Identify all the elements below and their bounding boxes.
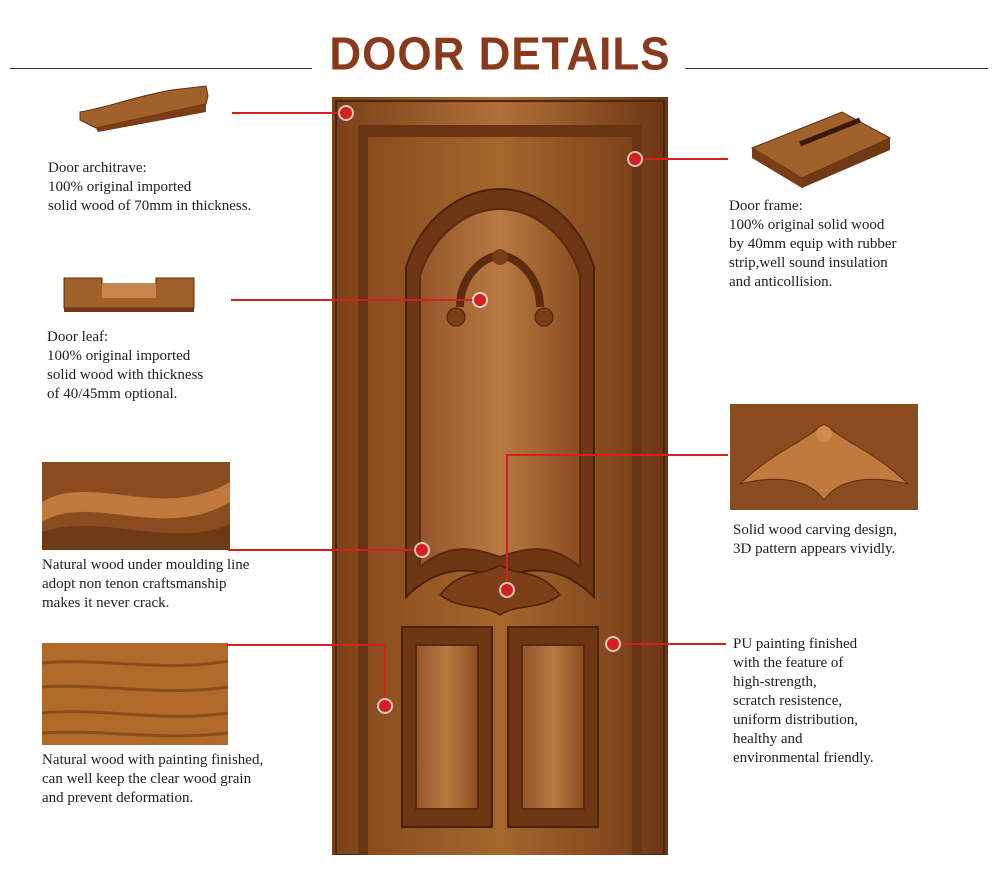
caption-line: 100% original imported (48, 179, 192, 195)
caption-line: of 40/45mm optional. (47, 386, 178, 402)
title-rule-left (10, 68, 312, 69)
leaf-caption: Door leaf: 100% original imported solid … (47, 328, 203, 404)
carving-marker (501, 584, 513, 596)
painting-leader-h (226, 644, 386, 646)
caption-line: with the feature of (733, 655, 844, 671)
frame-caption: Door frame: 100% original solid wood by … (729, 197, 896, 292)
leaf-profile-image (62, 268, 196, 312)
caption-line: environmental friendly. (733, 750, 874, 766)
leaf-marker (474, 294, 486, 306)
caption-line: can well keep the clear wood grain (42, 771, 252, 787)
caption-line: adopt non tenon craftsmanship (42, 576, 227, 592)
moulding-caption: Natural wood under moulding line adopt n… (42, 556, 249, 613)
moulding-marker (416, 544, 428, 556)
carving-leader-h (506, 454, 728, 456)
pu-marker (607, 638, 619, 650)
painting-leader-v (384, 644, 386, 706)
caption-line: Door frame: (729, 198, 803, 214)
frame-marker (629, 153, 641, 165)
caption-line: by 40mm equip with rubber (729, 236, 897, 252)
caption-line: solid wood of 70mm in thickness. (48, 198, 252, 214)
caption-line: uniform distribution, (733, 712, 858, 728)
painting-caption: Natural wood with painting finished, can… (42, 751, 263, 808)
caption-line: Natural wood with painting finished, (42, 752, 264, 768)
door-image (332, 97, 668, 855)
caption-line: high-strength, (733, 674, 817, 690)
moulding-closeup-image (42, 462, 230, 550)
painting-marker (379, 700, 391, 712)
caption-line: 100% original solid wood (729, 217, 885, 233)
caption-line: Natural wood under moulding line (42, 557, 250, 573)
caption-line: solid wood with thickness (47, 367, 204, 383)
wood-grain-image (42, 643, 228, 745)
pu-caption: PU painting finished with the feature of… (733, 635, 874, 768)
architrave-marker (340, 107, 352, 119)
caption-line: 100% original imported (47, 348, 191, 364)
page-title: DOOR DETAILS (329, 28, 671, 81)
frame-profile-image (750, 108, 892, 188)
caption-line: 3D pattern appears vividly. (733, 541, 896, 557)
architrave-leader (232, 112, 346, 114)
caption-line: and prevent deformation. (42, 790, 194, 806)
leaf-leader (231, 299, 480, 301)
caption-line: scratch resistence, (733, 693, 843, 709)
caption-line: PU painting finished (733, 636, 858, 652)
caption-line: Door architrave: (48, 160, 147, 176)
carving-closeup-image (730, 404, 918, 510)
caption-line: makes it never crack. (42, 595, 170, 611)
caption-line: Door leaf: (47, 329, 109, 345)
frame-leader (640, 158, 728, 160)
caption-line: strip,well sound insulation (729, 255, 888, 271)
architrave-caption: Door architrave: 100% original imported … (48, 159, 251, 216)
title-rule-right (685, 68, 988, 69)
carving-caption: Solid wood carving design, 3D pattern ap… (733, 521, 897, 559)
caption-line: healthy and (733, 731, 803, 747)
architrave-profile-image (76, 82, 212, 132)
carving-leader-v (506, 454, 508, 590)
pu-leader (616, 643, 726, 645)
caption-line: Solid wood carving design, (733, 522, 898, 538)
caption-line: and anticollision. (729, 274, 833, 290)
moulding-leader (228, 549, 422, 551)
